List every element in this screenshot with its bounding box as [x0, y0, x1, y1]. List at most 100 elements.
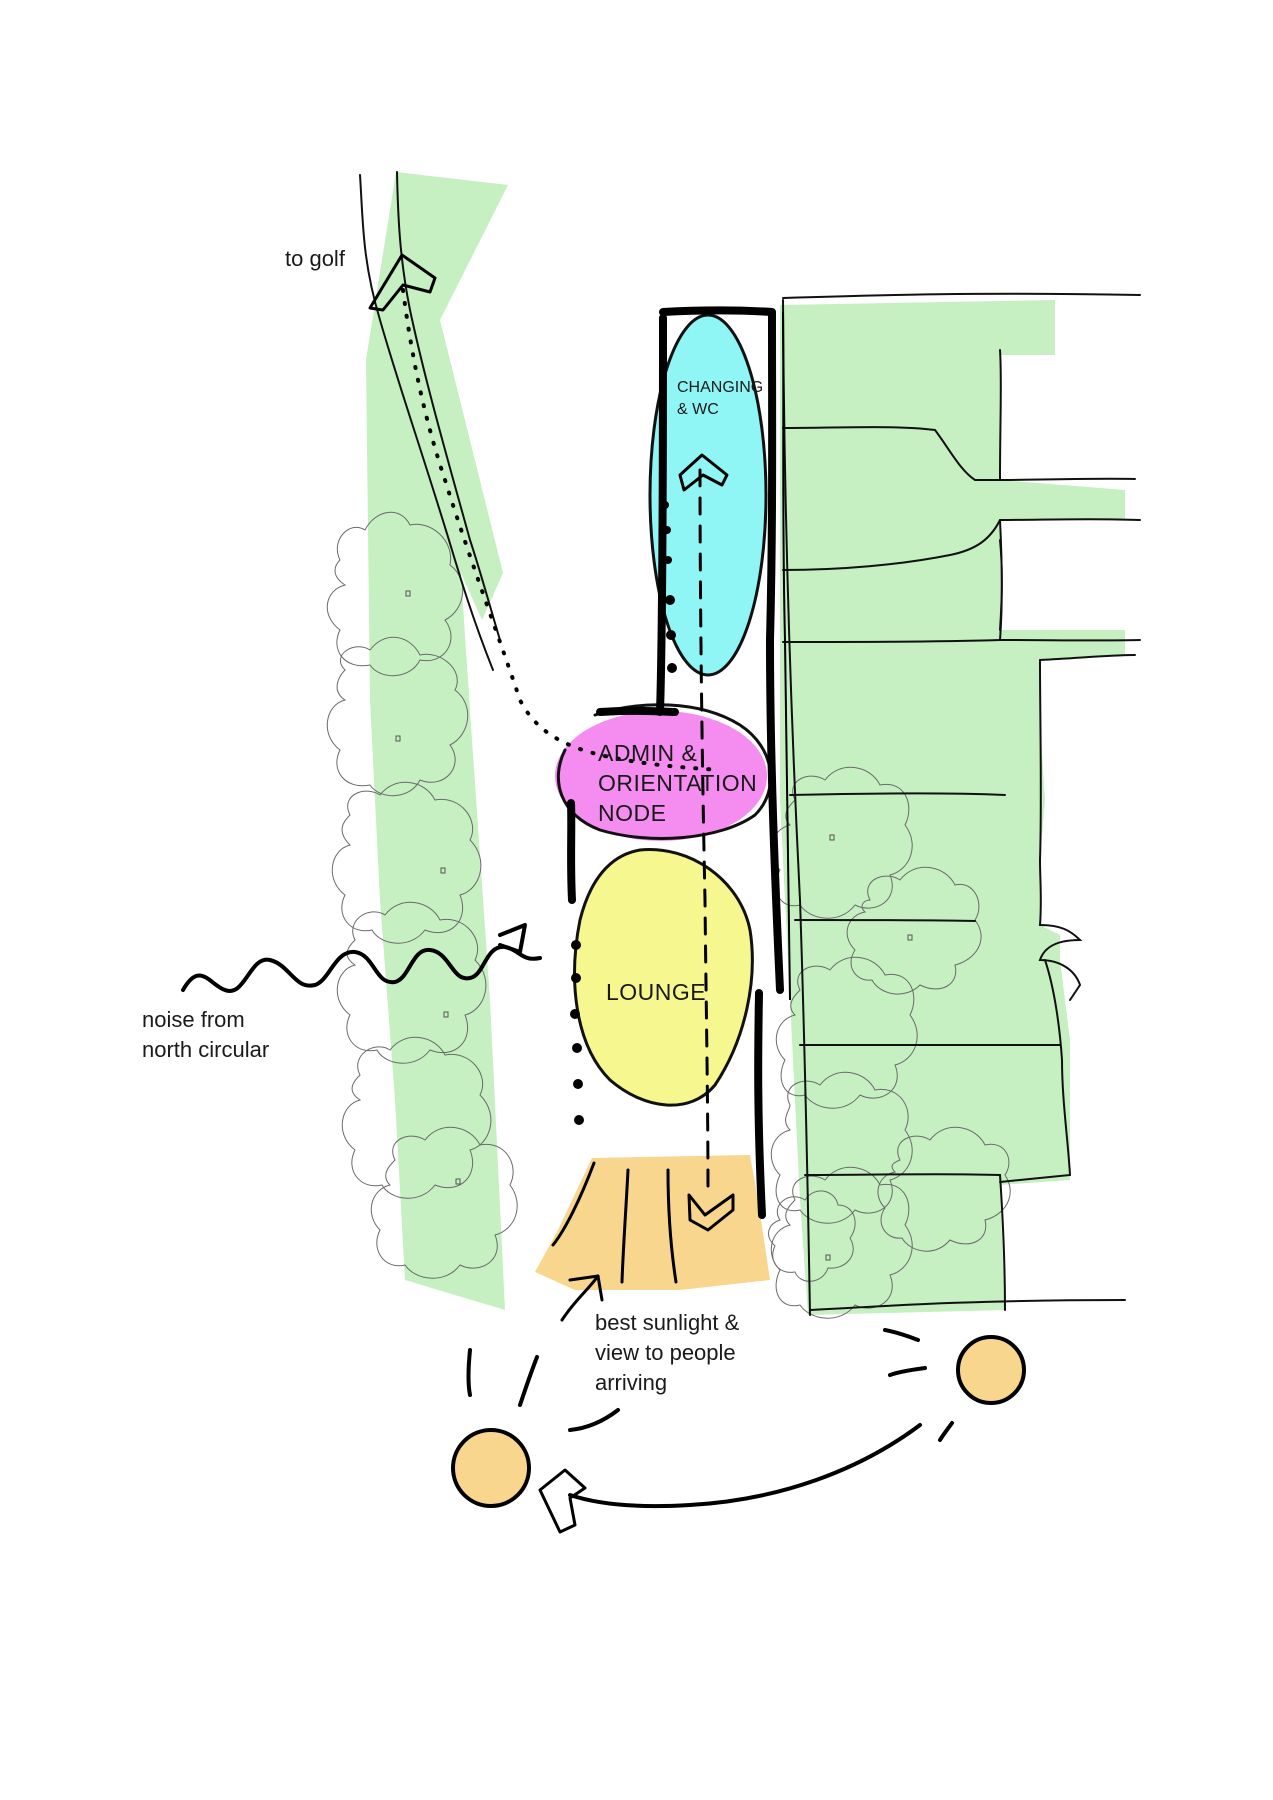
plot-line — [782, 639, 1001, 643]
terrace-lines — [551, 1161, 678, 1284]
tree-trunk — [825, 1254, 831, 1261]
sunlight-label: best sunlight & view to people arriving — [595, 1308, 739, 1398]
sun-ray — [888, 1366, 927, 1377]
tree-canopy — [877, 1126, 1011, 1252]
sun-ray — [938, 1421, 954, 1442]
tree-canopy — [341, 1036, 492, 1199]
admin-label: ADMIN & ORIENTATION NODE — [598, 738, 757, 828]
plot-line — [782, 519, 1001, 571]
plot-line — [782, 426, 1001, 481]
route-dot — [571, 973, 581, 983]
terrace-zone — [535, 1155, 770, 1290]
sun-ray — [568, 1408, 620, 1432]
admin-outline — [556, 703, 772, 840]
tree-trunk — [440, 867, 446, 874]
to-golf-label: to golf — [285, 246, 345, 271]
tree-canopy — [770, 1071, 913, 1224]
green-block-right — [780, 300, 1125, 1315]
plot-line — [999, 959, 1072, 1183]
tree-canopy — [370, 1126, 518, 1279]
route-dot — [571, 940, 581, 950]
green-strip-top — [366, 172, 508, 620]
wall-admin-top — [596, 706, 679, 716]
noise-label-line: north circular — [142, 1037, 270, 1062]
route-dot — [664, 556, 672, 564]
plot-line — [794, 919, 976, 922]
direction-arrow-icon — [687, 1193, 735, 1232]
route-central — [698, 468, 710, 1197]
arrows — [181, 253, 735, 1322]
building-walls — [567, 306, 784, 1219]
wall-top — [656, 314, 667, 716]
tree-canopy — [770, 1166, 913, 1319]
tree-trunk — [443, 1011, 449, 1018]
changing-label: CHANGING & WC — [677, 377, 763, 421]
wavy-arrow-icon — [181, 944, 542, 993]
route-dot — [667, 663, 677, 673]
direction-arrow-icon — [678, 453, 729, 492]
dotted-edge — [570, 501, 677, 1125]
sunlight-label-line: best sunlight & — [595, 1310, 740, 1335]
program-zones — [535, 315, 770, 1290]
circulation-routes — [401, 288, 722, 1197]
green-spaces — [366, 172, 1125, 1315]
plot-line — [1039, 654, 1136, 661]
tree-canopy — [326, 511, 464, 677]
route-dot — [572, 1043, 582, 1053]
sun-ray — [518, 1355, 539, 1407]
tree-trunk-marks — [395, 590, 913, 1261]
changing-label-line: CHANGING — [677, 379, 764, 396]
tree-canopy — [331, 781, 482, 944]
terrace-line — [551, 1161, 596, 1247]
tree-canopy — [326, 636, 469, 797]
route-dot — [666, 630, 676, 640]
changing-label-line: & WC — [677, 401, 719, 418]
changing-outline — [648, 313, 768, 677]
lounge-label: LOUNGE — [606, 979, 707, 1005]
sun-arc-arrow-icon — [538, 1468, 587, 1534]
tree-trunk — [395, 735, 401, 742]
sunlight-label-line: view to people — [595, 1340, 736, 1365]
path-edge-right — [396, 171, 501, 641]
wavy-arrow-head — [498, 923, 527, 954]
tree-trunk — [455, 1178, 461, 1185]
route-dot — [661, 501, 669, 509]
wall-inner-line — [782, 311, 791, 1001]
property-lines — [359, 171, 1141, 1316]
path-edge-left — [359, 174, 494, 671]
boundary-vertical — [782, 299, 811, 1316]
tree-canopies — [326, 511, 1011, 1319]
sun-icon — [956, 1335, 1026, 1405]
admin-label-line: NODE — [598, 800, 667, 826]
plot-line — [998, 518, 1141, 642]
sunlight-arrow-head — [568, 1274, 604, 1302]
wall-left-mid — [567, 799, 576, 904]
plot-line — [789, 792, 1006, 796]
direction-arrow-icon — [368, 253, 437, 312]
plot-line — [999, 539, 1003, 631]
noise-label: noise from north circular — [142, 1005, 269, 1065]
boundary-top — [782, 292, 1141, 299]
route-from-golf — [401, 288, 722, 772]
tree-canopy — [336, 901, 487, 1064]
green-strip-left — [366, 330, 505, 1310]
noise-label-line: noise from — [142, 1007, 245, 1032]
sun-icon — [451, 1428, 531, 1508]
tree-trunk — [405, 590, 411, 597]
sun-ray — [883, 1328, 920, 1342]
sunlight-label-line: arriving — [595, 1370, 668, 1395]
plot-line — [804, 1173, 1006, 1311]
wall-right-lower — [754, 989, 766, 1219]
route-dot — [574, 1115, 584, 1125]
route-dot — [570, 1009, 580, 1019]
tree-canopy — [846, 866, 982, 995]
plot-line — [809, 1299, 1126, 1311]
admin-label-line: ADMIN & — [598, 740, 698, 766]
route-dot — [665, 595, 675, 605]
sun-path — [451, 1328, 1026, 1534]
terrace-line — [620, 1168, 630, 1284]
wall-top-cap — [659, 306, 784, 994]
terrace-line — [666, 1168, 678, 1284]
plot-line — [998, 349, 1136, 482]
